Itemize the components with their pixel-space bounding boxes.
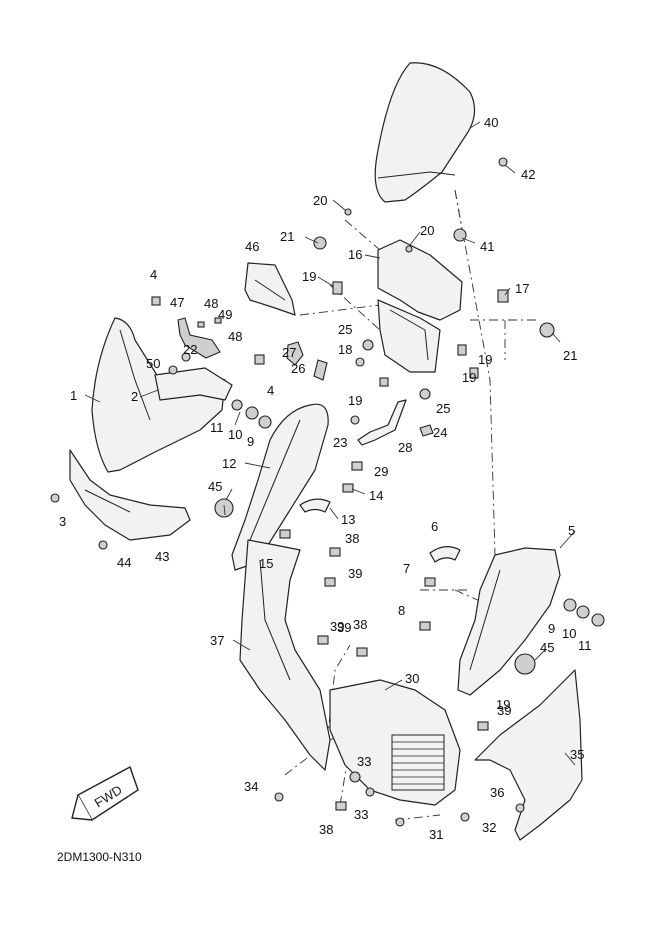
callout: 21 — [563, 348, 577, 363]
side-cover-12 — [231, 403, 329, 571]
stay-lower — [377, 299, 441, 373]
clip-6 — [429, 546, 461, 563]
callout: 25 — [338, 322, 352, 337]
callout: 38 — [345, 531, 359, 546]
callout: 19 — [462, 370, 476, 385]
lower-cowling-37 — [239, 539, 331, 771]
callout: 20 — [420, 223, 434, 238]
callout: 7 — [403, 561, 410, 576]
callout: 34 — [244, 779, 258, 794]
callout: 10 — [562, 626, 576, 641]
callout: 14 — [369, 488, 383, 503]
molding-2 — [154, 367, 233, 401]
callout: 21 — [280, 229, 294, 244]
side-cover-5 — [457, 547, 561, 696]
callout: 42 — [521, 167, 535, 182]
callout: 50 — [146, 356, 160, 371]
callout: 29 — [374, 464, 388, 479]
brace-28 — [357, 399, 407, 446]
callout: 33 — [357, 754, 371, 769]
under-panel — [69, 449, 191, 541]
callout: 28 — [398, 440, 412, 455]
callout: 15 — [259, 556, 273, 571]
callout: 40 — [484, 115, 498, 130]
clip-13 — [299, 498, 331, 513]
callout: 39 — [330, 619, 344, 634]
callout: 38 — [319, 822, 333, 837]
callout: 18 — [338, 342, 352, 357]
callout: 6 — [431, 519, 438, 534]
callout-leaders — [84, 121, 576, 766]
fwd-arrow-icon: FWD — [71, 765, 139, 821]
callout: 38 — [353, 617, 367, 632]
callout: 9 — [247, 434, 254, 449]
callout: 25 — [436, 401, 450, 416]
callout: 11 — [578, 638, 592, 653]
callout: 22 — [183, 342, 197, 357]
callout: 19 — [348, 393, 362, 408]
callout: 30 — [405, 671, 419, 686]
callout: 41 — [480, 239, 494, 254]
callout: 4 — [267, 383, 274, 398]
callout: 45 — [208, 479, 222, 494]
callout: 27 — [282, 345, 296, 360]
callout: 39 — [348, 566, 362, 581]
callout: 24 — [433, 425, 447, 440]
callout: 35 — [570, 747, 584, 762]
bracket-46 — [244, 262, 296, 316]
lower-cowling-35 — [474, 669, 583, 841]
callout: 39 — [337, 620, 351, 635]
callout: 5 — [568, 523, 575, 538]
callout: 1 — [70, 388, 77, 403]
callout: 11 — [210, 420, 224, 435]
callout: 8 — [398, 603, 405, 618]
lower-panel-30 — [329, 679, 461, 806]
callout: 36 — [490, 785, 504, 800]
callout: 43 — [155, 549, 169, 564]
callout: 48 — [228, 329, 242, 344]
callout: 19 — [478, 352, 492, 367]
callout: 19 — [496, 697, 510, 712]
callout: 31 — [429, 827, 443, 842]
callout: 13 — [341, 512, 355, 527]
callout-numbers: 1 2 3 4 4 5 6 7 8 9 9 10 10 11 11 12 13 … — [59, 115, 592, 842]
callout: 45 — [540, 640, 554, 655]
callout: 16 — [348, 247, 362, 262]
callout: 10 — [228, 427, 242, 442]
callout: 12 — [222, 456, 236, 471]
hardware — [50, 157, 605, 827]
emblem-right — [514, 653, 536, 675]
callout: 47 — [170, 295, 184, 310]
callout: 46 — [245, 239, 259, 254]
callout: 19 — [302, 269, 316, 284]
callout: 26 — [291, 361, 305, 376]
callout: 44 — [117, 555, 131, 570]
callout: 3 — [59, 514, 66, 529]
callout: 48 — [204, 296, 218, 311]
callout: 20 — [313, 193, 327, 208]
callout: 17 — [515, 281, 529, 296]
callout: 39 — [497, 703, 511, 718]
callout: 23 — [333, 435, 347, 450]
callout: 32 — [482, 820, 496, 835]
stay-bracket — [377, 239, 463, 321]
grille-lines — [392, 741, 444, 785]
callout: 4 — [150, 267, 157, 282]
diagram-code: 2DM1300-N310 — [57, 850, 142, 864]
callout: 49 — [218, 307, 232, 322]
callout: 9 — [548, 621, 555, 636]
callout: 37 — [210, 633, 224, 648]
callout: 33 — [354, 807, 368, 822]
callout: 2 — [131, 389, 138, 404]
windscreen — [374, 62, 476, 203]
